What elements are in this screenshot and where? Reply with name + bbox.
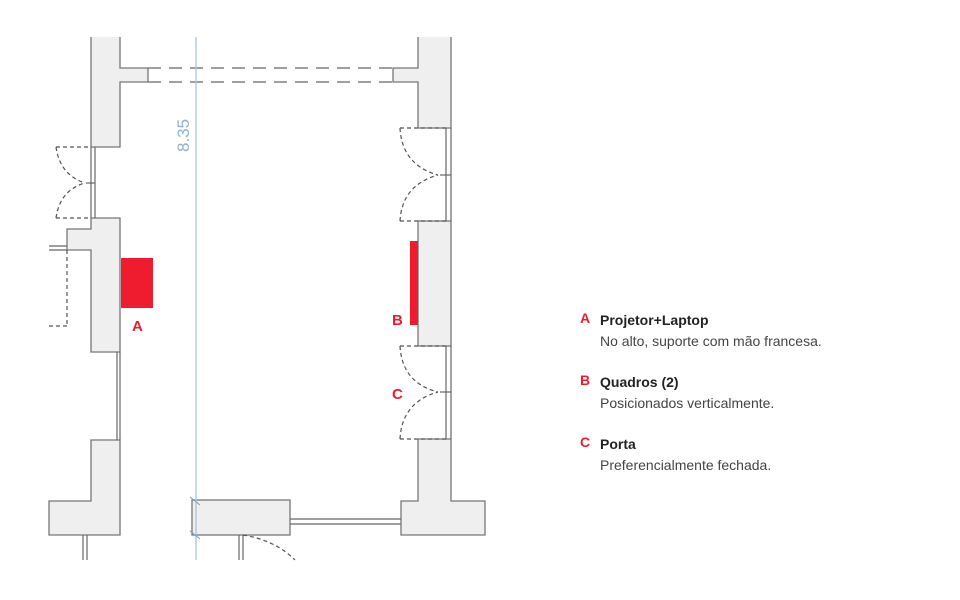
left-side-door (49, 245, 68, 327)
dimension-line: 8.35 (174, 37, 201, 560)
legend-title: Quadros (2) (600, 374, 679, 390)
legend-description: Posicionados verticalmente. (600, 395, 775, 411)
wall-left-lower (48, 439, 121, 536)
wall-bottom-block (191, 499, 291, 536)
legend-title: Porta (600, 436, 636, 452)
wall-left-middle (66, 217, 121, 353)
boards-mark (410, 241, 418, 325)
marker-a: A (132, 318, 143, 335)
left-window (116, 352, 121, 440)
wall-right-lower (400, 438, 486, 536)
legend-description: Preferencialmente fechada. (600, 457, 772, 473)
marker-b: B (392, 312, 403, 329)
marker-c: C (392, 386, 403, 403)
door-c (399, 345, 452, 440)
wall-right-upper (392, 37, 452, 129)
right-door-upper (399, 127, 452, 222)
dimension-label: 8.35 (174, 119, 193, 152)
legend-item-c: C Porta Preferencialmente fechada. (580, 434, 940, 476)
legend-item-b: B Quadros (2) Posicionados verticalmente… (580, 372, 940, 414)
bottom-window (290, 518, 401, 525)
top-opening (148, 67, 394, 83)
legend-item-a: A Projetor+Laptop No alto, suporte com m… (580, 310, 940, 352)
legend-letter: A (580, 310, 591, 326)
legend-letter: C (580, 434, 591, 450)
legend-title: Projetor+Laptop (600, 312, 709, 328)
wall-left-upper (90, 37, 149, 148)
legend-letter: B (580, 372, 591, 388)
wall-right-middle (417, 220, 452, 347)
legend-description: No alto, suporte com mão francesa. (600, 333, 822, 349)
legend: A Projetor+Laptop No alto, suporte com m… (580, 310, 940, 496)
left-door (55, 146, 96, 219)
projector-mark (121, 258, 153, 308)
